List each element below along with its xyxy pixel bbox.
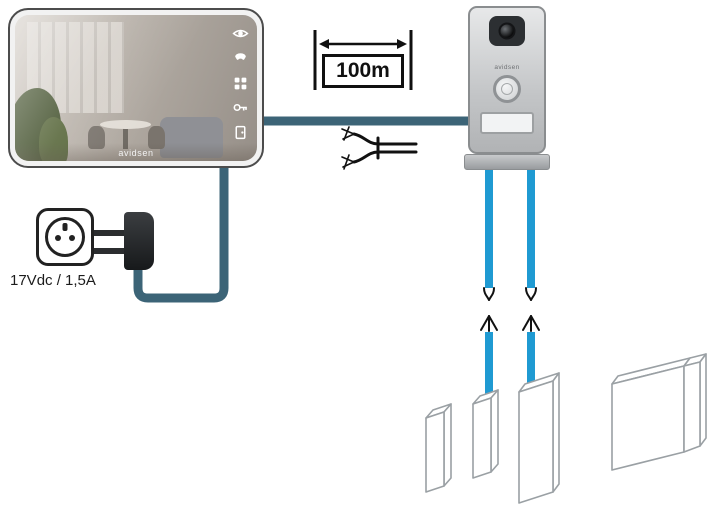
distance-arrow [313,30,413,90]
phone-icon [235,53,246,60]
door-station-base [464,154,550,170]
adapter-prong-bottom [94,248,128,254]
small-gate [425,389,499,493]
outlet-hole-right [69,235,75,241]
intercom-icon [234,77,247,89]
monitor-icon-column [232,25,249,141]
outlet-ground-pin [62,223,68,231]
call-button [493,75,521,103]
distance-label: 100m [322,54,404,88]
camera-module [489,16,525,46]
adapter-body [124,212,154,270]
swing-gate [518,353,707,504]
screen-gloss [15,15,257,161]
call-button-ring [501,83,513,95]
power-outlet [36,208,94,266]
eye-icon [232,29,249,38]
indoor-monitor: avidsen [8,8,264,168]
power-adapter [94,212,156,270]
monitor-screen: avidsen [15,15,257,161]
distance-indicator: 100m [312,28,414,92]
adapter-prong-top [94,230,128,236]
wire-end-icon-left [480,287,498,332]
two-wire-cable-icon [341,126,418,170]
monitor-brand-label: avidsen [118,148,154,158]
station-brand-label: avidsen [494,64,520,71]
outlet-hole-left [55,235,61,241]
outlet-socket-icon [45,217,85,257]
nameplate-window [480,112,534,134]
camera-lens-icon [498,22,516,40]
door-station-body: avidsen [468,6,546,154]
door-icon [235,125,246,140]
key-icon [233,104,247,112]
door-station: avidsen [464,6,550,172]
power-spec-label: 17Vdc / 1,5A [10,272,96,289]
wire-end-icon-right [522,287,540,332]
